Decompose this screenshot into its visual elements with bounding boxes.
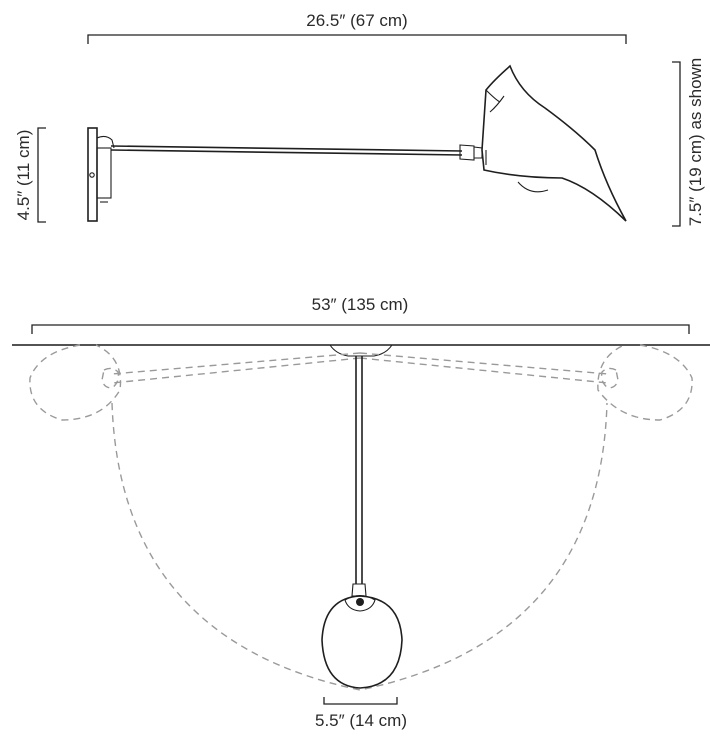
top-span-dimension: 53″ (135 cm) xyxy=(31,295,690,334)
top-wall-mount xyxy=(328,344,394,357)
top-arm xyxy=(351,356,367,597)
right-shade-ghost xyxy=(600,367,619,389)
swing-arc xyxy=(111,402,608,691)
right-arm-dashed-2 xyxy=(359,357,609,384)
wall-bracket xyxy=(87,127,115,222)
side-width-label: 26.5″ (67 cm) xyxy=(306,11,407,30)
shade-diameter-label: 5.5″ (14 cm) xyxy=(315,711,407,730)
top-span-label: 53″ (135 cm) xyxy=(312,295,409,314)
left-shade-ghost xyxy=(101,367,120,389)
bracket-height-label: 4.5″ (11 cm) xyxy=(14,130,33,221)
right-rotation-circle xyxy=(597,344,693,421)
right-arm-dashed-1 xyxy=(359,352,609,375)
bracket-height-dimension: 4.5″ (11 cm) xyxy=(14,127,46,223)
lamp-arm xyxy=(110,144,483,161)
shade-height-label: 7.5″ (19 cm) as shown xyxy=(686,58,705,227)
side-width-dimension: 26.5″ (67 cm) xyxy=(87,11,627,44)
left-rotation-circle xyxy=(29,344,122,421)
left-arm-dashed-2 xyxy=(111,357,361,384)
shade-height-dimension: 7.5″ (19 cm) as shown xyxy=(672,58,705,227)
shade-diameter-dimension: 5.5″ (14 cm) xyxy=(315,697,407,730)
top-view: 53″ (135 cm) xyxy=(12,295,710,730)
top-shade xyxy=(321,594,403,689)
side-shade xyxy=(481,64,627,222)
left-arm-dashed-1 xyxy=(111,352,361,375)
side-view: 26.5″ (67 cm) 4.5″ (11 cm) 7.5″ (19 cm) … xyxy=(14,11,705,227)
